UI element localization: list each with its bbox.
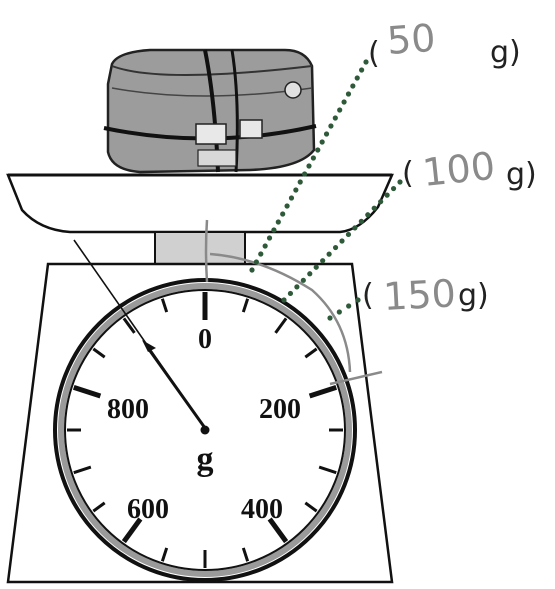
- leader-dot-2: [352, 225, 358, 231]
- dial-tick: [308, 384, 338, 399]
- leader-dot-1: [315, 147, 321, 153]
- leader-dot-2: [378, 199, 384, 205]
- leader-dot-1: [350, 83, 356, 89]
- leader-dot-1: [359, 67, 365, 73]
- leader-dot-2: [358, 218, 364, 224]
- dial-tick: [73, 465, 92, 475]
- leader-dot-2: [326, 251, 332, 257]
- answer-2-open-paren: (: [402, 156, 414, 191]
- leader-dot-1: [253, 259, 259, 265]
- leader-dot-3: [346, 303, 352, 309]
- leader-dot-2: [300, 277, 306, 283]
- leader-dot-2: [339, 238, 345, 244]
- leader-dot-2: [294, 284, 300, 290]
- leader-dot-1: [280, 211, 286, 217]
- leader-dot-1: [275, 219, 281, 225]
- leader-dot-1: [354, 75, 360, 81]
- leader-dot-2: [313, 264, 319, 270]
- leader-dot-1: [323, 131, 330, 137]
- dial-tick: [160, 298, 169, 313]
- leader-dot-3: [355, 297, 361, 303]
- leader-dot-1: [249, 267, 255, 273]
- leader-dot-2: [384, 192, 390, 198]
- dial-tick: [267, 517, 289, 544]
- parcel: [103, 48, 317, 174]
- answer-2-unit: g): [506, 157, 537, 192]
- leader-dot-2: [332, 244, 339, 251]
- answer-3-unit: g): [458, 278, 489, 313]
- dial-tick: [92, 501, 106, 513]
- leader-dot-2: [397, 179, 403, 185]
- dotted-leaders: [249, 59, 403, 321]
- dial-number-0: 0: [198, 324, 212, 355]
- leader-dot-2: [345, 231, 352, 238]
- scale-tray: [6, 173, 394, 234]
- leader-dot-1: [310, 155, 316, 161]
- dial-unit: g: [197, 441, 214, 478]
- leader-dot-2: [365, 212, 371, 218]
- leader-dot-2: [307, 271, 313, 277]
- leader-dot-1: [302, 171, 308, 177]
- dial-number-800: 800: [107, 394, 149, 425]
- leader-dot-2: [281, 297, 287, 303]
- leader-dot-1: [258, 251, 264, 257]
- dial-tick: [241, 547, 250, 562]
- leader-dot-3: [327, 315, 333, 321]
- leader-dot-2: [390, 185, 397, 192]
- pencil-marks: [204, 219, 383, 386]
- dial-tick: [318, 465, 337, 475]
- leader-dot-1: [288, 195, 295, 201]
- dial-ticks: [67, 292, 343, 568]
- leader-dot-1: [297, 179, 303, 185]
- dial-tick: [92, 347, 106, 359]
- leader-dot-2: [320, 258, 326, 264]
- dial-tick: [241, 298, 250, 313]
- leader-dot-1: [293, 187, 299, 193]
- leader-dot-1: [284, 203, 290, 209]
- leader-dot-1: [328, 123, 334, 129]
- answer-1-unit: g): [490, 35, 521, 70]
- dial-tick: [121, 517, 143, 544]
- dial-number-400: 400: [241, 494, 283, 525]
- leader-dot-1: [337, 107, 343, 113]
- dial-tick: [304, 501, 318, 513]
- dial-tick: [274, 317, 288, 334]
- leader-dot-1: [345, 91, 352, 97]
- leader-dot-1: [332, 115, 338, 121]
- dial-tick: [160, 547, 169, 562]
- answer-1-handwritten-value: 50: [386, 16, 437, 63]
- dial-tick: [304, 347, 318, 359]
- leader-dot-2: [371, 205, 377, 211]
- leader-dot-1: [271, 227, 277, 233]
- answer-3-open-paren: (: [362, 278, 374, 313]
- dial-tick: [72, 384, 102, 399]
- leader-dot-1: [319, 139, 325, 145]
- needle: [73, 239, 210, 435]
- answer-3-handwritten-value: 150: [382, 271, 457, 319]
- leader-dot-1: [363, 59, 369, 65]
- leader-dot-1: [266, 235, 273, 241]
- dial-tick: [122, 317, 136, 334]
- leader-dot-3: [336, 309, 342, 315]
- leader-dot-1: [306, 163, 312, 169]
- leader-dot-1: [262, 243, 268, 249]
- leader-dot-2: [287, 290, 294, 297]
- scale-stem: [154, 231, 246, 265]
- answer-2-handwritten-value: 100: [420, 144, 497, 195]
- leader-dot-1: [341, 99, 347, 105]
- dial-number-600: 600: [127, 494, 169, 525]
- dial-number-200: 200: [259, 394, 301, 425]
- answer-1-open-paren: (: [368, 36, 380, 71]
